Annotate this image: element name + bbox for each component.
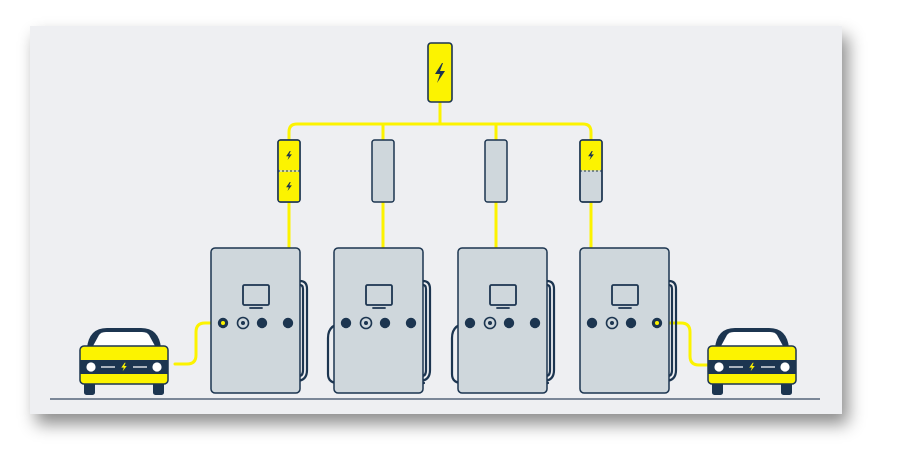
lightning-bolt-icon — [588, 151, 594, 160]
charger-3 — [450, 247, 556, 394]
charger-cabinet — [579, 247, 670, 394]
charger-screen — [242, 284, 270, 306]
power-lines — [173, 100, 714, 367]
module-outline — [579, 139, 603, 203]
lightning-bolt-icon — [749, 362, 755, 372]
lightning-bolt-icon — [121, 362, 127, 372]
power-button-icon — [605, 316, 619, 330]
storage-module-1 — [277, 139, 301, 203]
module-outline — [277, 139, 301, 203]
car-headlight — [780, 362, 790, 372]
storage-modules — [277, 139, 603, 203]
charger-1 — [210, 247, 309, 394]
power-button-icon — [359, 316, 373, 330]
charging-port-plug-left — [340, 317, 352, 329]
car-headlight — [714, 362, 724, 372]
charging-port-plug-right — [282, 317, 294, 329]
power-source — [427, 42, 453, 103]
power-button-dot — [610, 321, 614, 325]
electric-cars — [79, 328, 797, 395]
storage-module-4 — [579, 139, 603, 203]
charging-stations — [210, 247, 678, 394]
power-button-icon — [236, 316, 250, 330]
charging-port-plug-left — [464, 317, 476, 329]
lightning-bolt-icon — [286, 151, 292, 160]
car-windshield — [93, 332, 155, 346]
storage-module-3 — [484, 139, 508, 203]
lightning-bolt-icon — [286, 182, 292, 191]
charging-port-plug-mid — [256, 317, 268, 329]
charger-2 — [326, 247, 432, 394]
car-headlight — [86, 362, 96, 372]
charging-port-plug-mid — [503, 317, 515, 329]
charging-port-plug-mid — [379, 317, 391, 329]
lightning-bolt-icon — [435, 63, 445, 83]
storage-module-2 — [371, 139, 395, 203]
power-button-dot — [488, 321, 492, 325]
charger-cabinet — [457, 247, 548, 394]
module-body — [484, 139, 508, 203]
charger-screen — [365, 284, 393, 306]
active-port-light — [221, 321, 225, 325]
power-button-icon — [483, 316, 497, 330]
car-right — [707, 328, 797, 395]
charging-port-plug-right — [529, 317, 541, 329]
cable-car-left — [173, 321, 228, 366]
diagram-panel — [30, 26, 842, 414]
active-port-light — [655, 321, 659, 325]
charger-cabinet — [210, 247, 301, 394]
charger-cabinet — [333, 247, 424, 394]
car-windshield — [721, 332, 783, 346]
charger-screen — [489, 284, 517, 306]
module-body — [371, 139, 395, 203]
car-left — [79, 328, 169, 395]
charging-diagram — [30, 26, 842, 414]
power-button-dot — [364, 321, 368, 325]
charger-4 — [579, 247, 678, 394]
charger-screen — [611, 284, 639, 306]
charging-port-plug-mid — [625, 317, 637, 329]
charging-port-plug-right — [405, 317, 417, 329]
cable-car-right — [661, 321, 714, 367]
bus-line — [287, 122, 593, 142]
power-button-dot — [241, 321, 245, 325]
charging-port-plug-left — [586, 317, 598, 329]
car-headlight — [152, 362, 162, 372]
